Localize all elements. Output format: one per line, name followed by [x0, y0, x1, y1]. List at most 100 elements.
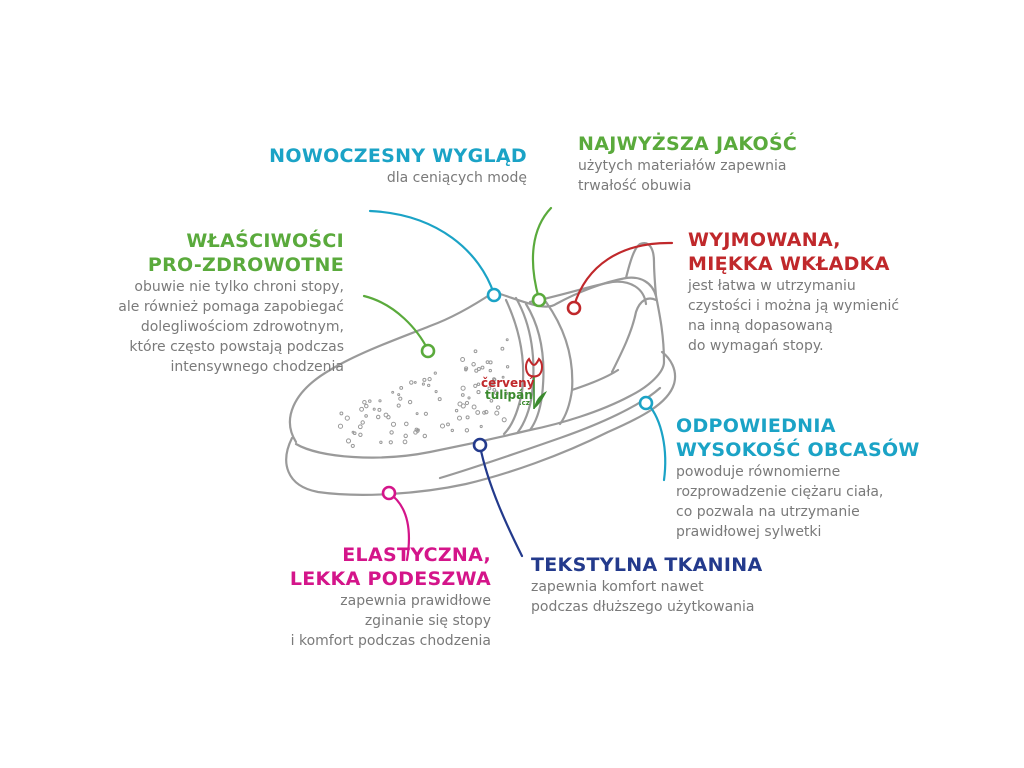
heel-counter: [610, 297, 658, 374]
insole-description-line: jest łatwa w utrzymaniu: [688, 278, 856, 294]
marker-quality: [531, 292, 547, 308]
perforation-dot: [403, 433, 408, 439]
perforation-dot: [379, 440, 383, 444]
perforation-dot: [350, 443, 355, 448]
perforation-dot: [389, 430, 394, 435]
perforation-dot: [396, 403, 401, 408]
tulip-icon: [525, 357, 547, 409]
perforation-dot: [415, 412, 419, 416]
perforation-dot: [501, 417, 507, 423]
marker-insole: [566, 300, 582, 316]
perforation-dot: [390, 421, 397, 427]
perforation-dot: [422, 433, 428, 439]
midsole-line-2: [438, 386, 662, 480]
perforation-dot: [439, 423, 446, 429]
perforation-dot: [493, 378, 497, 382]
perforation-dot: [437, 397, 442, 402]
logo-text-tulipan: tulipán: [485, 388, 533, 402]
perforation-dot: [397, 393, 401, 397]
perforation-dot: [423, 411, 428, 416]
midsole-line: [294, 360, 666, 459]
perforation-dot: [504, 391, 508, 396]
perforation-dot: [413, 380, 417, 384]
heel-description-line: co pozwala na utrzymanie: [676, 504, 860, 520]
perforation-dot: [473, 349, 478, 354]
health-description-line: które często powstają podczas: [129, 339, 344, 355]
perforation-dot: [491, 381, 496, 386]
perforation-dot: [359, 406, 365, 412]
marker-health: [420, 343, 436, 359]
textile-description-line: zapewnia komfort nawet: [531, 579, 704, 595]
perforation-dot: [475, 410, 481, 415]
leader-insole: [572, 241, 674, 308]
health-description-line: dolegliwościom zdrowotnym,: [140, 319, 344, 335]
perforation-dot: [464, 366, 469, 371]
perforation-dot: [467, 396, 471, 400]
elastic-gore: [502, 298, 525, 436]
perforation-dot: [471, 362, 476, 367]
perforation-dot: [457, 415, 462, 421]
heel-description-line: powoduje równomierne: [676, 464, 841, 480]
perforation-dot: [364, 414, 368, 418]
insole-description-line: czystości i można ją wymienić: [688, 298, 900, 314]
marker-heel: [638, 395, 654, 411]
elastic-gore-2: [514, 296, 535, 434]
leader-heel: [646, 402, 667, 482]
health-description-line: obuwie nie tylko chroni stopy,: [134, 279, 344, 295]
health-title-line: PRO-ZDROWOTNE: [147, 254, 344, 276]
perforation-dot: [485, 360, 490, 364]
modern-title-line: NOWOCZESNY WYGLĄD: [269, 145, 527, 167]
perforation-dot: [460, 385, 466, 391]
insole-description-line: do wymagań stopy.: [688, 338, 824, 354]
perforation-dot: [357, 424, 363, 430]
perforation-dot: [427, 383, 431, 388]
brand-logo: červený tulipán .cz: [481, 355, 553, 413]
perforation-dot: [464, 368, 468, 372]
perforation-dot: [383, 412, 389, 418]
collar-inner: [528, 280, 648, 306]
perforation-dot: [501, 375, 505, 379]
perforation-dot: [487, 386, 492, 391]
perforation-dot: [500, 346, 505, 351]
outsole-outline: [285, 350, 677, 496]
leader-quality: [531, 206, 553, 301]
perforation-dot: [446, 422, 450, 427]
insole-title-line: WYJMOWANA,: [688, 229, 841, 251]
perforation-dot: [409, 380, 414, 385]
callout-removable-insole: WYJMOWANA,MIĘKKA WKŁADKA jest łatwa w utr…: [688, 228, 899, 356]
perforation-dot: [450, 428, 454, 433]
heel-title-line: ODPOWIEDNIA: [676, 415, 836, 437]
perforation-dot: [345, 438, 352, 444]
insole-description-line: na inną dopasowaną: [688, 318, 833, 334]
sole-description-line: zapewnia prawidłowe: [340, 593, 491, 609]
perforation-dot: [494, 390, 499, 396]
perforation-dot: [404, 421, 409, 427]
perforation-dot: [339, 411, 344, 416]
leader-textile: [478, 444, 524, 558]
heel-title-line: WYSOKOŚĆ OBCASÓW: [676, 439, 920, 461]
insole-title-line: MIĘKKA WKŁADKA: [688, 253, 890, 275]
heel-tab: [624, 242, 658, 298]
perforation-dot: [492, 388, 497, 392]
perforation-dot: [421, 382, 425, 386]
perforation-dot: [391, 390, 395, 394]
perforation-dot: [505, 338, 509, 342]
perforation-dot: [476, 382, 481, 386]
heel-description-line: rozprowadzenie ciężaru ciała,: [676, 484, 884, 500]
perforation-dot: [398, 396, 403, 401]
perforation-dot: [362, 399, 367, 405]
logo-text-cerveny: červený: [481, 376, 535, 390]
logo-text-domain: .cz: [519, 399, 530, 407]
perforation-dot: [427, 376, 432, 382]
perforation-dot: [476, 390, 481, 395]
quality-description-line: użytych materiałów zapewnia: [578, 158, 787, 174]
perforation-dot: [337, 423, 344, 429]
textile-description-line: podczas dłuższego użytkowania: [531, 599, 755, 615]
perforation-dot: [402, 439, 408, 445]
perforation-dot: [377, 407, 382, 412]
perforation-dot: [489, 398, 494, 403]
